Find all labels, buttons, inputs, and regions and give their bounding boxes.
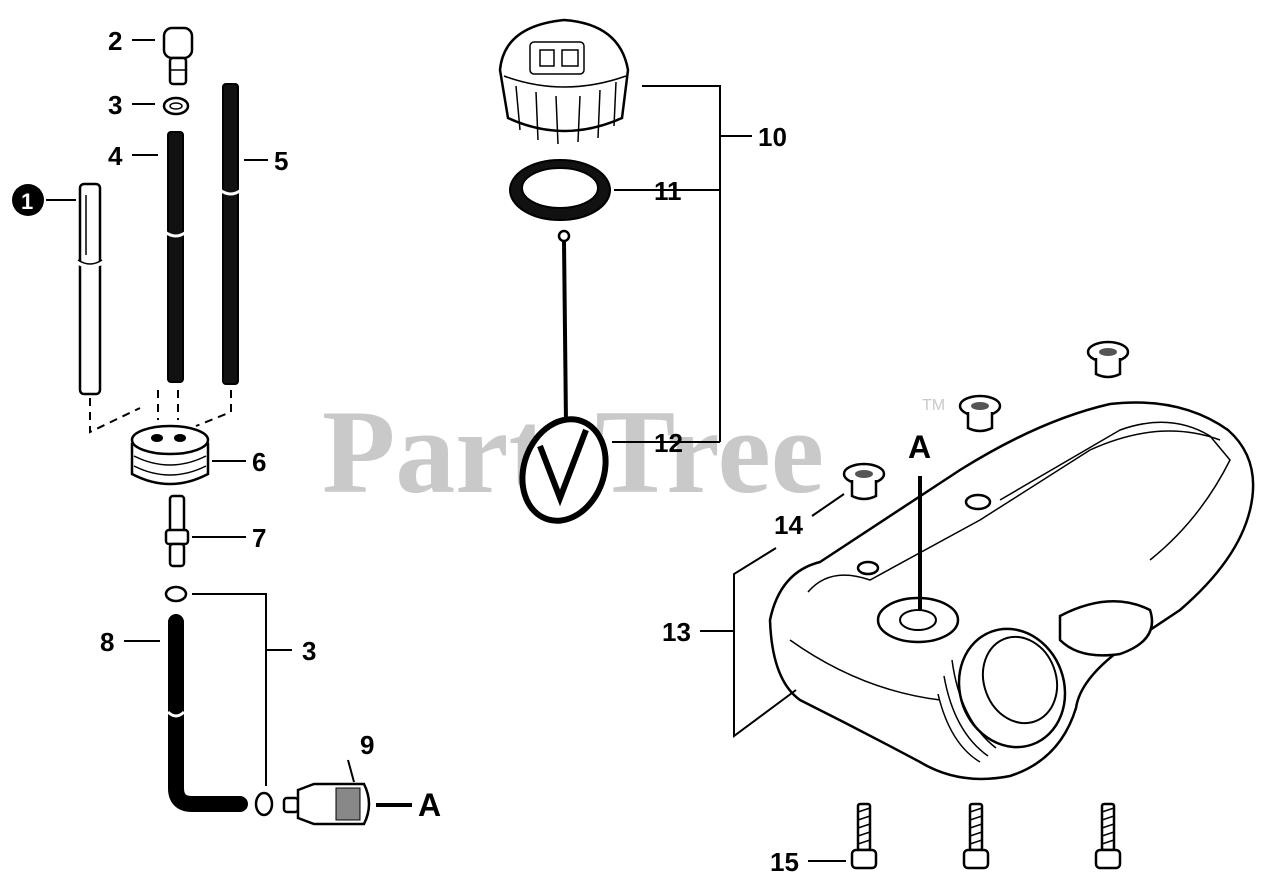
leader-10-bracket: [642, 85, 721, 442]
part-14-grommet-3[interactable]: [842, 462, 886, 501]
reference-a-tank-port[interactable]: A: [908, 429, 931, 465]
leader-13-bracket: [733, 547, 797, 738]
part-4-fuel-line[interactable]: [164, 131, 187, 383]
watermark: PartsTree TM: [322, 385, 945, 518]
part-3-o-ring-filter[interactable]: [254, 791, 274, 817]
part-13-fuel-tank[interactable]: [768, 401, 1255, 781]
callout-6[interactable]: 6: [252, 447, 266, 477]
callout-5[interactable]: 5: [274, 146, 288, 176]
part-9-fuel-filter[interactable]: [282, 782, 371, 826]
callout-13[interactable]: 13: [662, 617, 691, 647]
part-5-fuel-line[interactable]: [219, 83, 242, 385]
callout-12[interactable]: 12: [654, 428, 683, 458]
callout-4[interactable]: 4: [108, 141, 123, 171]
part-7-connector[interactable]: [164, 494, 190, 568]
callout-9[interactable]: 9: [360, 730, 374, 760]
part-1-vent-tube[interactable]: [75, 182, 105, 396]
part-15-screw-1[interactable]: [850, 802, 878, 870]
leader-14: [811, 493, 845, 517]
part-12-cap-tether[interactable]: [509, 229, 620, 533]
leader-9: [347, 759, 355, 783]
callout-3-middle[interactable]: 3: [302, 636, 316, 666]
callout-15[interactable]: 15: [770, 847, 799, 877]
part-2-fitting[interactable]: [162, 26, 194, 86]
callout-8[interactable]: 8: [100, 627, 114, 657]
assembly-dashed-lines: [89, 390, 232, 434]
callout-3-top[interactable]: 3: [108, 90, 122, 120]
callout-14[interactable]: 14: [774, 510, 803, 540]
callout-7[interactable]: 7: [252, 523, 266, 553]
part-15-screw-3[interactable]: [1094, 802, 1122, 870]
part-3-o-ring-middle[interactable]: [164, 585, 188, 603]
callout-1: 1: [21, 189, 33, 214]
part-3-o-ring-top[interactable]: [162, 96, 190, 116]
callout-10[interactable]: 10: [758, 122, 787, 152]
callout-2[interactable]: 2: [108, 26, 122, 56]
part-15-screw-2[interactable]: [962, 802, 990, 870]
callout-1-badge[interactable]: 1: [12, 184, 44, 216]
leader-3-middle: [192, 593, 267, 786]
reference-a-fuel-line[interactable]: A: [418, 787, 441, 823]
callout-11[interactable]: 11: [654, 176, 682, 206]
part-14-grommet-1[interactable]: [1086, 340, 1130, 379]
part-6-grommet[interactable]: [130, 424, 210, 486]
part-11-gasket[interactable]: [509, 159, 611, 221]
part-8-bent-fuel-line[interactable]: [166, 614, 248, 812]
part-10-fuel-cap[interactable]: [498, 18, 630, 145]
part-14-grommet-2[interactable]: [958, 394, 1002, 433]
watermark-trademark: TM: [922, 397, 945, 414]
